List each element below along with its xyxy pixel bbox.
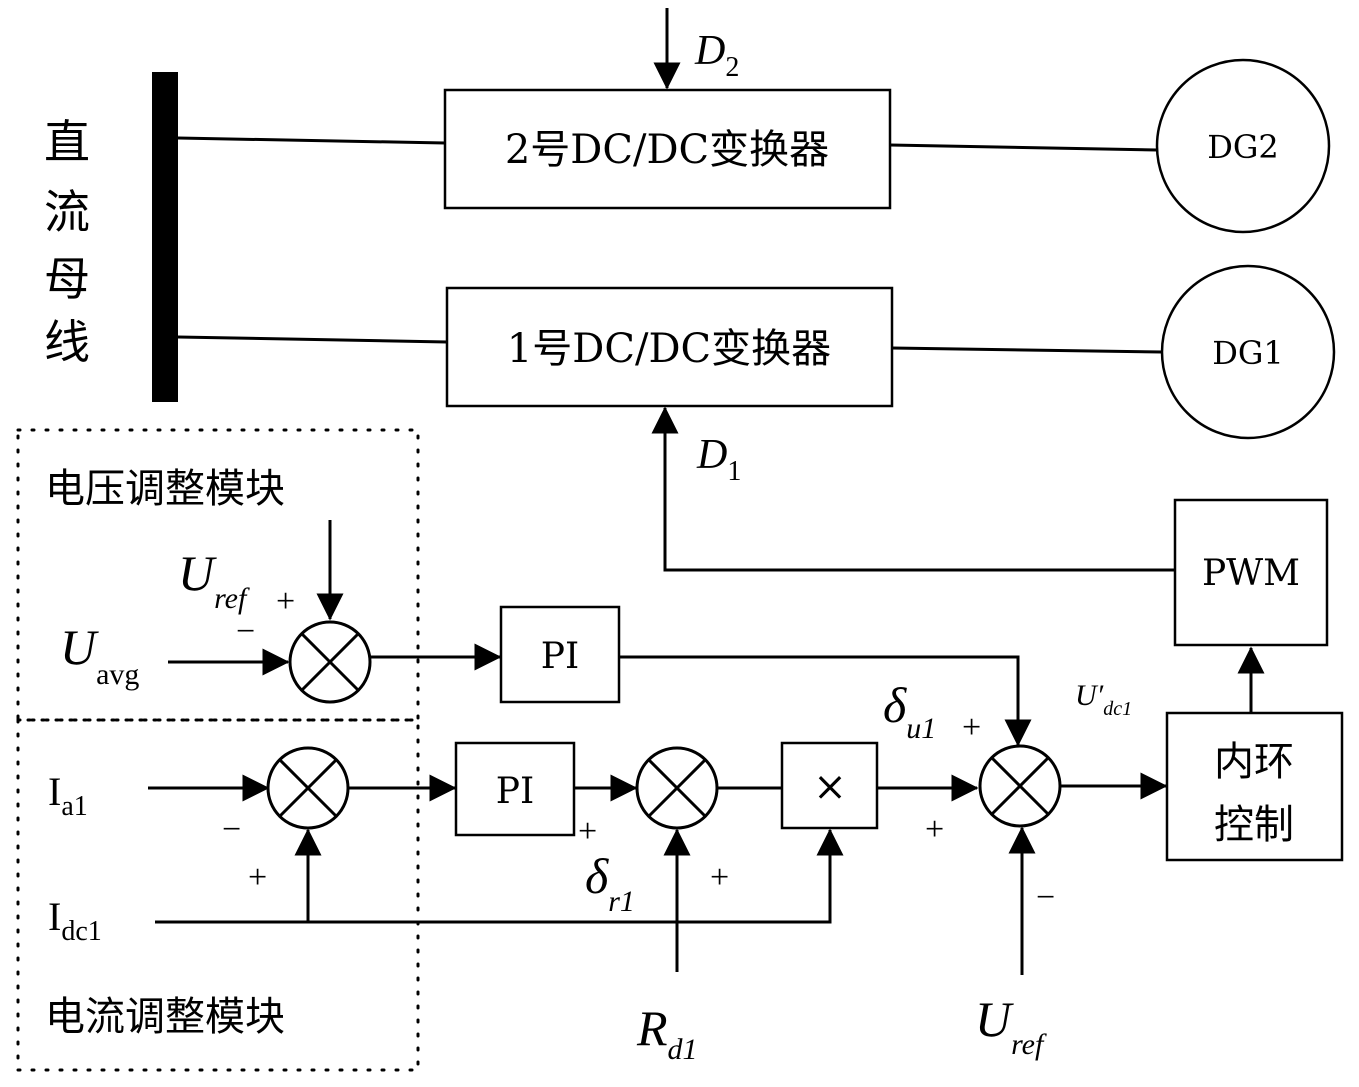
pwm-label: PWM [1202, 553, 1300, 594]
voltage-sum-junction [288, 620, 372, 704]
rd1-sign: + [710, 859, 729, 896]
multiply-label: × [813, 764, 847, 810]
idc1-sum-sign: + [248, 859, 267, 896]
converter1-box [445, 286, 894, 408]
dg2-label: DG2 [1207, 128, 1279, 166]
dc-bus-bar [152, 72, 178, 402]
uref-top-label: Uref [178, 545, 250, 615]
ia1-sign: − [222, 811, 241, 848]
delta-u1-sign: + [962, 709, 981, 746]
current-module-frame [16, 718, 420, 1072]
uref-bottom-sign: − [1036, 879, 1055, 916]
d2-label: D2 [694, 28, 739, 83]
current-sum-junction [266, 746, 350, 830]
voltage-module-frame [16, 428, 420, 722]
current-pi-label: PI [496, 771, 534, 812]
uref-sign: + [276, 583, 295, 620]
final-sum-junction [978, 744, 1062, 828]
bus-label-char: 母 [44, 252, 90, 306]
multiply-sign: + [925, 811, 944, 848]
bus-to-converter1-wire [177, 335, 448, 344]
voltage-pi-to-final-sum-wire [619, 655, 1032, 747]
bus-to-converter2-wire [177, 136, 446, 145]
delta-r1-label: δr1 [585, 848, 635, 918]
voltage-module-title: 电压调整模块 [45, 466, 285, 512]
inner-loop-label-line1: 内环 [1214, 739, 1294, 785]
cpi-sign: + [578, 813, 597, 850]
dg1-label: DG1 [1212, 334, 1284, 372]
converter1-to-dg1-wire [891, 346, 1163, 354]
inner-loop-box [1165, 711, 1344, 862]
d1-label: D1 [696, 432, 741, 487]
dc-bus-label: 直 流 母 线 [44, 115, 90, 369]
dg1-circle [1160, 264, 1336, 440]
current-module-title: 电流调整模块 [45, 994, 285, 1040]
idc1-label: Idc1 [48, 894, 102, 947]
pwm-box [1173, 498, 1329, 647]
bus-label-char: 线 [44, 315, 90, 369]
multiply-box [780, 741, 879, 830]
voltage-pi-label: PI [541, 636, 579, 677]
converter1-label: 1号DC/DC变换器 [507, 326, 831, 372]
uavg-label: Uavg [60, 619, 139, 691]
ia1-label: Ia1 [48, 769, 88, 822]
udc1-label: U′dc1 [1075, 679, 1132, 720]
pwm-to-converter1-wire [651, 406, 1175, 572]
converter2-box [443, 88, 892, 210]
uavg-sign: − [236, 613, 255, 650]
uref-bottom-label: Uref [975, 991, 1047, 1061]
voltage-pi-box [499, 605, 621, 704]
bus-label-char: 流 [44, 185, 90, 239]
bus-label-char: 直 [44, 115, 90, 169]
delta-r-sum-junction [635, 746, 719, 830]
converter2-label: 2号DC/DC变换器 [505, 127, 829, 173]
inner-loop-label-line2: 控制 [1214, 802, 1294, 848]
delta-u1-label: δu1 [883, 677, 936, 745]
idc1-to-multiply-wire [155, 828, 844, 924]
dg2-circle [1155, 58, 1331, 234]
converter2-to-dg2-wire [889, 143, 1158, 152]
rd1-label: Rd1 [636, 1000, 698, 1066]
